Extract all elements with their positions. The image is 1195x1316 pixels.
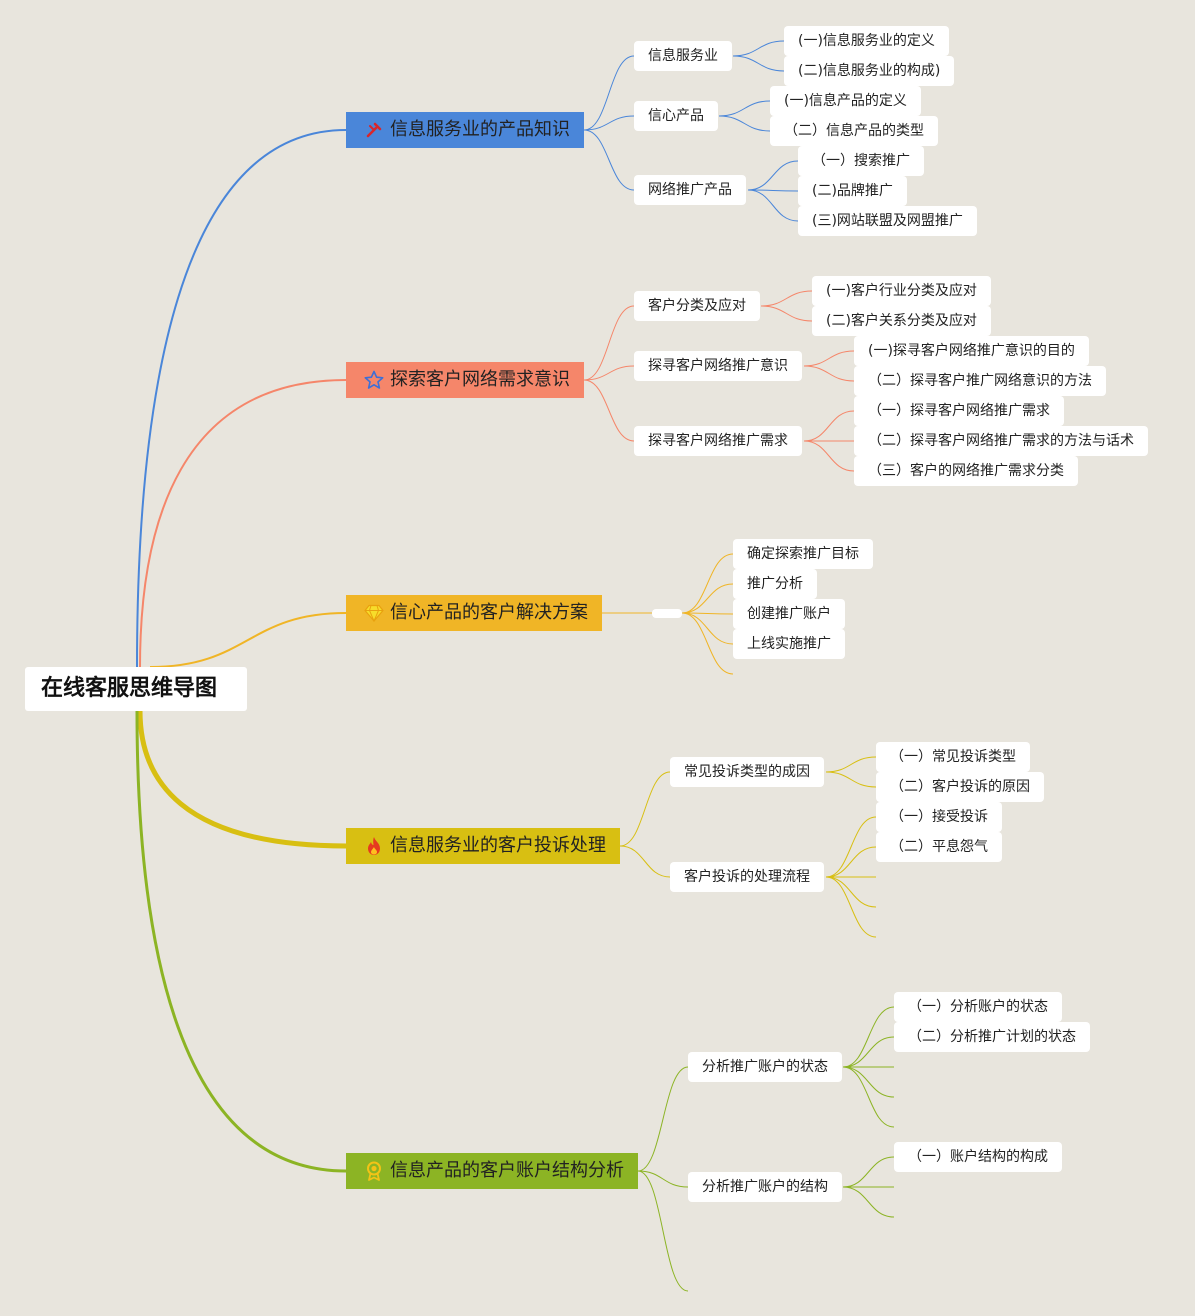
connector-line [637,1170,689,1292]
leaf-node[interactable]: （一）接受投诉 [876,802,1002,832]
root-connector-line [137,710,347,849]
connector-line [619,771,671,847]
root-node[interactable]: 在线客服思维导图 [25,667,247,711]
leaf-node[interactable]: 推广分析 [733,569,817,599]
branch-label: 信息服务业的客户投诉处理 [390,835,606,856]
leaf-node[interactable]: （三）客户的网络推广需求分类 [854,456,1078,486]
connector-line [825,756,877,773]
leaf-node[interactable]: 创建推广账户 [733,599,845,629]
leaf-node[interactable]: （二）探寻客户网络推广需求的方法与话术 [854,426,1148,456]
connector-line [842,1006,895,1068]
connector-line [825,876,877,908]
connector-line [842,1036,895,1068]
sub-node[interactable]: 分析推广账户的状态 [688,1052,842,1082]
branch-account-structure[interactable]: 信息产品的客户账户结构分析 [346,1153,638,1189]
connector-line [825,876,877,938]
connector-line [803,440,855,472]
sub-node[interactable]: 客户分类及应对 [634,291,760,321]
sub-node[interactable]: 网络推广产品 [634,175,746,205]
leaf-node[interactable]: （一）探寻客户网络推广需求 [854,396,1064,426]
connector-line [718,100,771,117]
leaf-node[interactable]: （一）分析账户的状态 [894,992,1062,1022]
connector-line [619,845,671,878]
connector-line [681,612,734,675]
connector-line [803,350,855,367]
branch-solution[interactable]: 信心产品的客户解决方案 [346,595,602,631]
award-icon [364,1161,384,1181]
connector-line [637,1170,689,1188]
root-connector-line [135,710,347,1173]
connector-line [747,189,799,222]
leaf-node[interactable]: (一)信息产品的定义 [770,86,921,116]
connector-line [803,365,855,382]
leaf-node[interactable]: （二）探寻客户推广网络意识的方法 [854,366,1106,396]
leaf-node[interactable]: 上线实施推广 [733,629,845,659]
leaf-node[interactable]: （一）账户结构的构成 [894,1142,1062,1172]
connector-line [583,365,635,381]
connector-line [583,115,635,131]
branch-complaints[interactable]: 信息服务业的客户投诉处理 [346,828,620,864]
sub-node[interactable]: 信心产品 [634,101,718,131]
branch-label: 信息产品的客户账户结构分析 [390,1160,624,1181]
connector-line [681,612,734,615]
connector-line [583,305,635,381]
leaf-node[interactable]: （一）常见投诉类型 [876,742,1030,772]
connector-line [825,771,877,788]
connector-line [825,816,877,878]
branch-label: 信心产品的客户解决方案 [390,602,588,623]
connector-line [842,1066,895,1098]
diamond-icon [364,603,384,623]
leaf-node[interactable]: 确定探索推广目标 [733,539,873,569]
connector-line [681,553,734,614]
leaf-node[interactable]: (一)信息服务业的定义 [784,26,949,56]
leaf-node[interactable]: （二）平息怨气 [876,832,1002,862]
leaf-node[interactable]: （二）信息产品的类型 [770,116,938,146]
connector-line [637,1066,689,1172]
connector-line [732,55,785,72]
branch-label: 信息服务业的产品知识 [390,119,570,140]
connector-line [681,612,734,645]
connector-line [825,846,877,878]
root-connector-line [139,379,347,668]
leaf-node[interactable]: (一)探寻客户网络推广意识的目的 [854,336,1089,366]
tools-icon [364,120,384,140]
sub-node[interactable]: 探寻客户网络推广意识 [634,351,802,381]
sub-node[interactable]: 探寻客户网络推广需求 [634,426,802,456]
sub-node[interactable]: 常见投诉类型的成因 [670,757,824,787]
connector-line [842,1186,895,1218]
connector-line [732,40,785,57]
leaf-node[interactable]: （一）搜索推广 [798,146,924,176]
connector-line [149,612,347,668]
leaf-node[interactable]: （二）客户投诉的原因 [876,772,1044,802]
connector-line [747,189,799,192]
connector-line [747,160,799,191]
leaf-node[interactable]: （二）分析推广计划的状态 [894,1022,1090,1052]
fire-icon [364,836,384,856]
connector-line [842,1156,895,1188]
leaf-node[interactable]: (二)品牌推广 [798,176,907,206]
leaf-node[interactable]: (二)客户关系分类及应对 [812,306,991,336]
connector-line [842,1066,895,1128]
connector-line [583,55,635,131]
connector-line [760,305,813,322]
leaf-node[interactable]: (二)信息服务业的构成) [784,56,955,86]
connector-line [760,290,813,307]
branch-customer-needs[interactable]: 探索客户网络需求意识 [346,362,584,398]
empty-sub-node[interactable] [652,609,682,618]
connector-line [718,115,771,132]
sub-node[interactable]: 客户投诉的处理流程 [670,862,824,892]
star-icon [364,370,384,390]
connector-line [583,129,635,191]
branch-product-knowledge[interactable]: 信息服务业的产品知识 [346,112,584,148]
connector-line [803,410,855,442]
leaf-node[interactable]: (一)客户行业分类及应对 [812,276,991,306]
connector-line [681,583,734,614]
connector-line [583,379,635,442]
branch-label: 探索客户网络需求意识 [390,369,570,390]
root-connector-line [136,129,347,668]
leaf-node[interactable]: (三)网站联盟及网盟推广 [798,206,977,236]
sub-node[interactable]: 信息服务业 [634,41,732,71]
sub-node[interactable]: 分析推广账户的结构 [688,1172,842,1202]
